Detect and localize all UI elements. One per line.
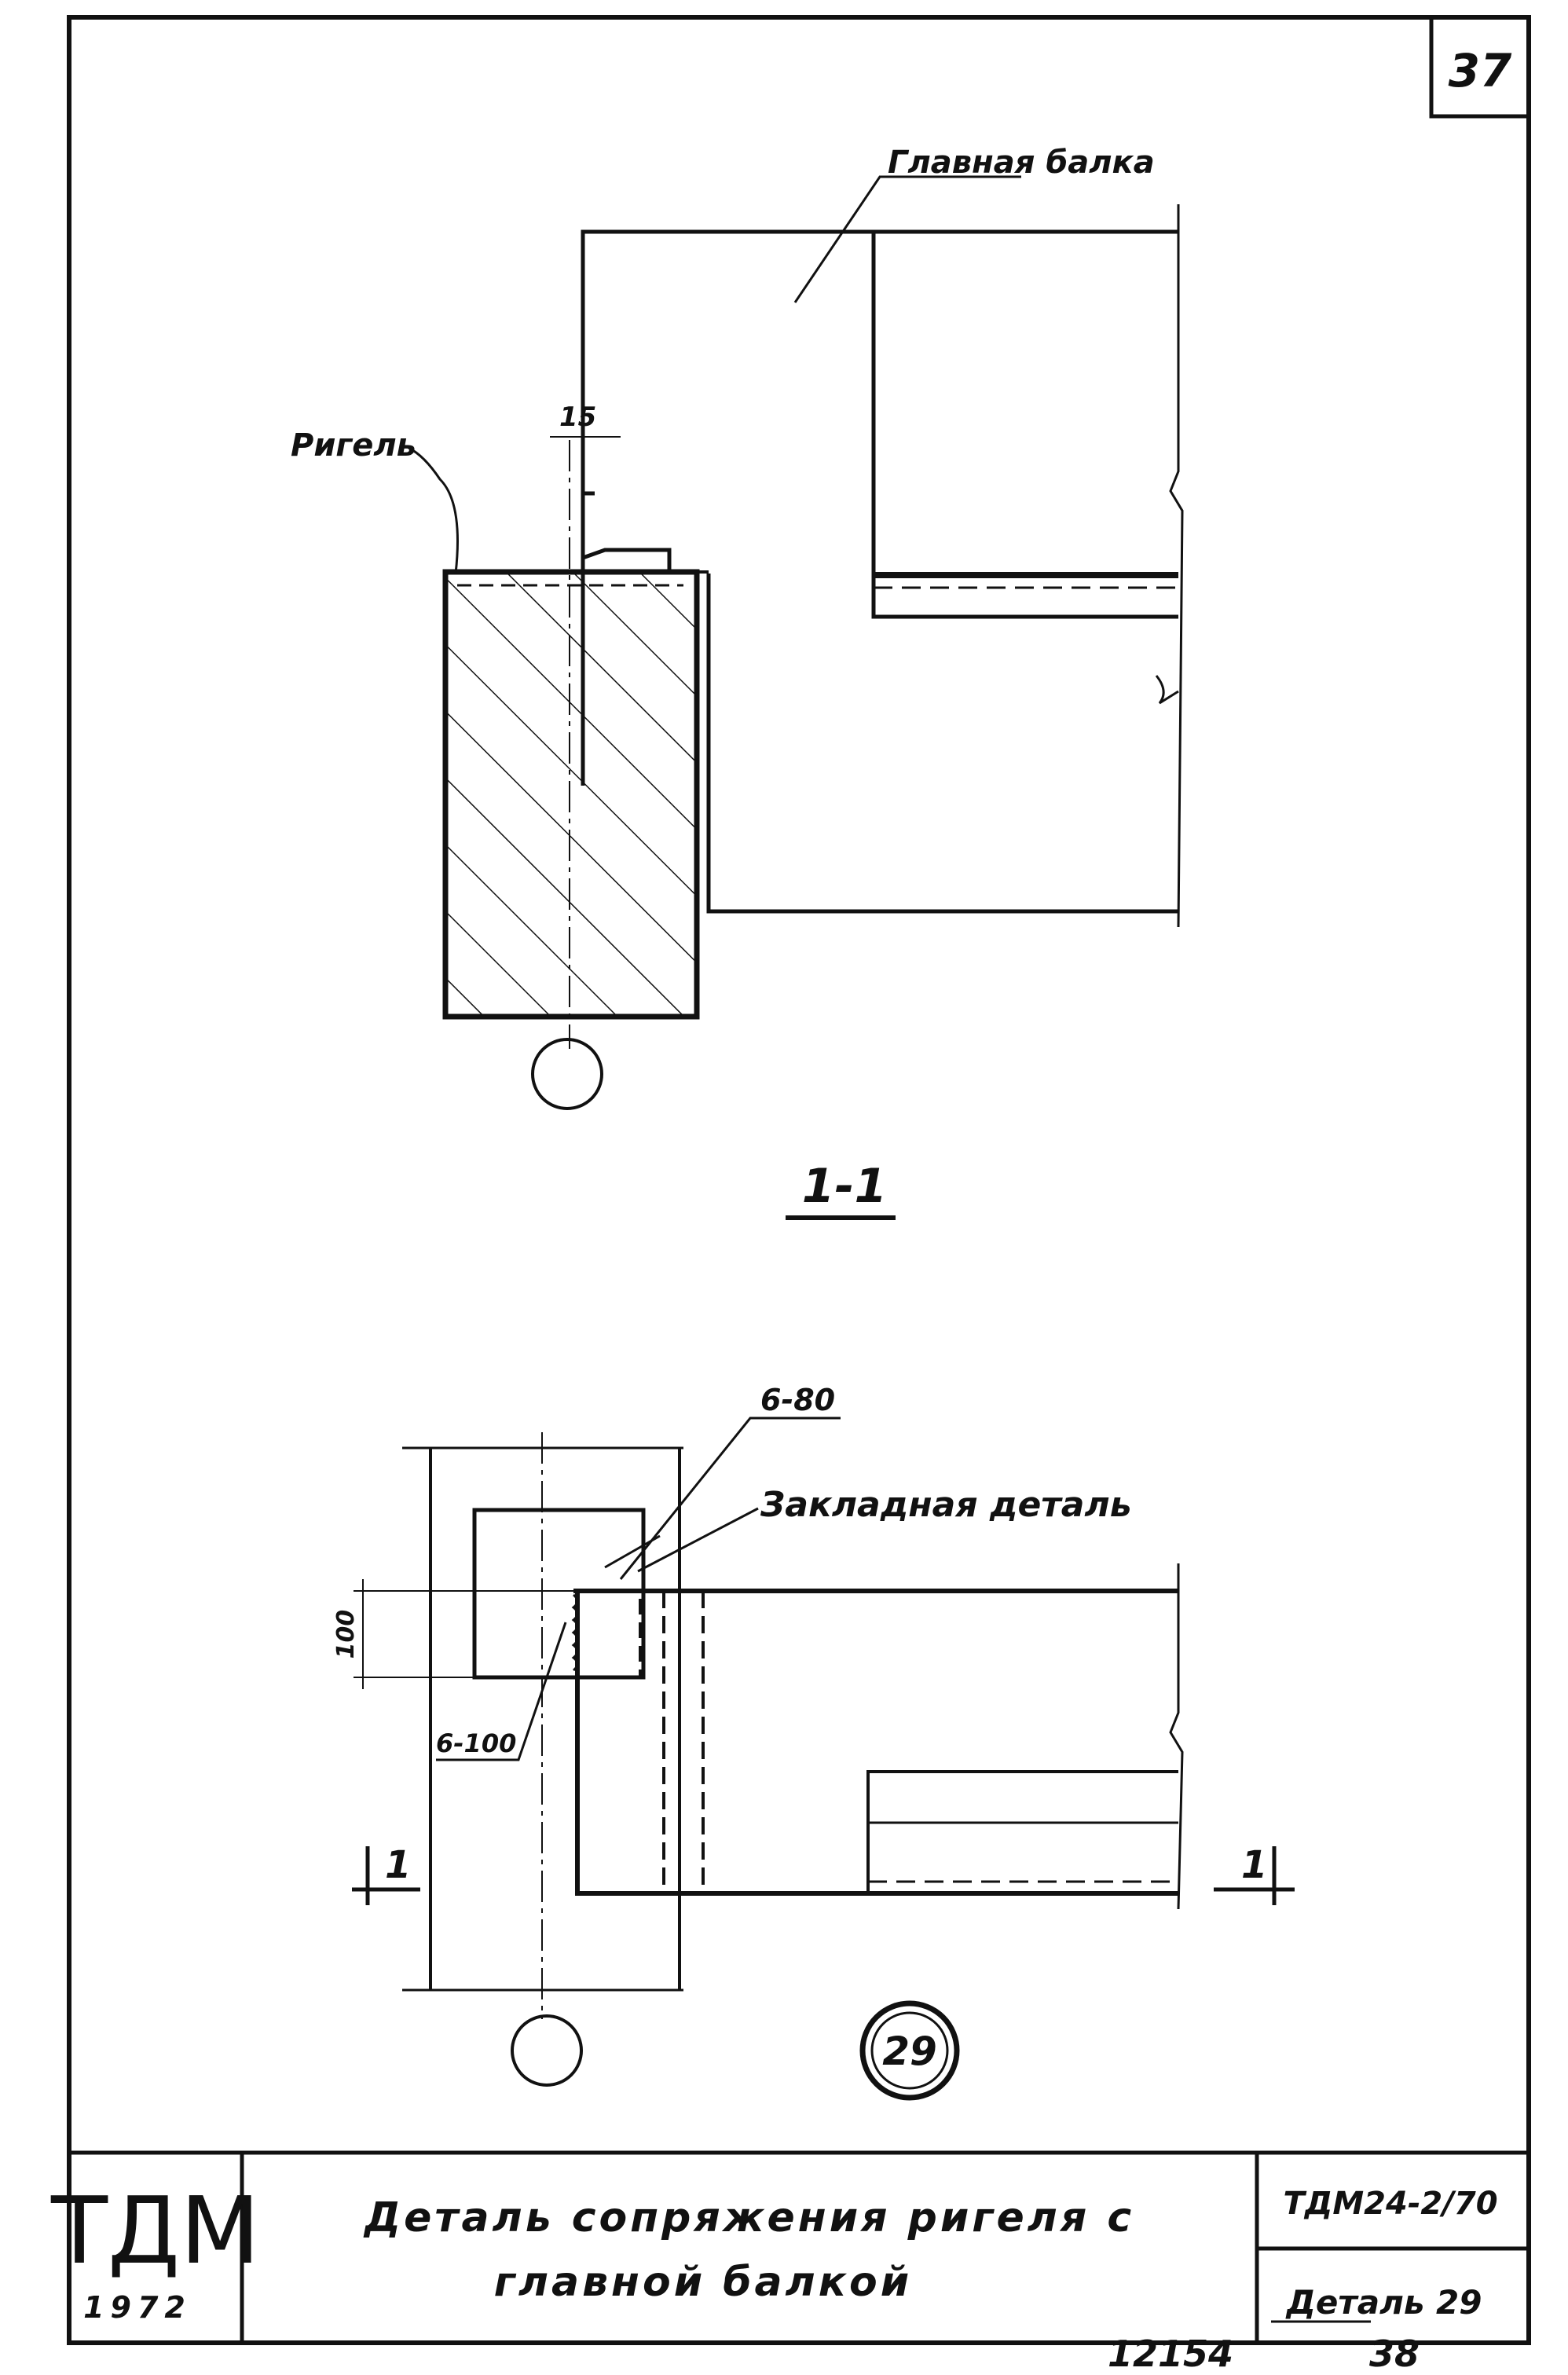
- label-6-100: 6-100: [436, 1728, 516, 1758]
- page-number-box: [1429, 15, 1531, 119]
- sheet-frame: [67, 15, 1531, 2345]
- cut-mark-right: 1: [1241, 1843, 1267, 1887]
- title-line2: главной балкой: [494, 2259, 912, 2306]
- series-code: ТДМ24-2/70: [1283, 2186, 1497, 2222]
- axis-marker-plan: [511, 2014, 583, 2087]
- detail-number: 29: [882, 2029, 937, 2074]
- title-line1: Деталь сопряжения ригеля с: [363, 2194, 1134, 2241]
- axis-marker-section: [531, 1038, 603, 1110]
- cut-mark-left: 1: [385, 1843, 411, 1887]
- section-label: 1-1: [802, 1159, 887, 1214]
- detail-number-circle: [859, 2000, 960, 2101]
- dim-100: 100: [332, 1610, 360, 1659]
- archive-number: 12154: [1108, 2333, 1233, 2375]
- main-beam-label: Главная балка: [888, 145, 1155, 181]
- plan-view: 6-80 Закладная деталь 100 6-100 1 1 29: [332, 1383, 1295, 2101]
- rigel-label: Ригель: [291, 427, 416, 464]
- dim-15: 15: [559, 401, 596, 433]
- embedded-detail-label: Закладная деталь: [760, 1485, 1132, 1525]
- embedded-detail-square: [472, 1508, 646, 1680]
- section-view: Главная балка 15 Ригель 1-1: [291, 145, 1184, 1220]
- title-block: ТДМ 1972 Деталь сопряжения ригеля с глав…: [50, 2150, 1529, 2343]
- page-number: 37: [1449, 44, 1512, 97]
- label-6-80: 6-80: [760, 1383, 835, 1417]
- sheet-number: 38: [1369, 2333, 1420, 2375]
- logo: ТДМ: [50, 2176, 260, 2285]
- detail-code: Деталь 29: [1285, 2283, 1482, 2322]
- rigel-section: [442, 569, 700, 1020]
- year: 1972: [83, 2290, 192, 2325]
